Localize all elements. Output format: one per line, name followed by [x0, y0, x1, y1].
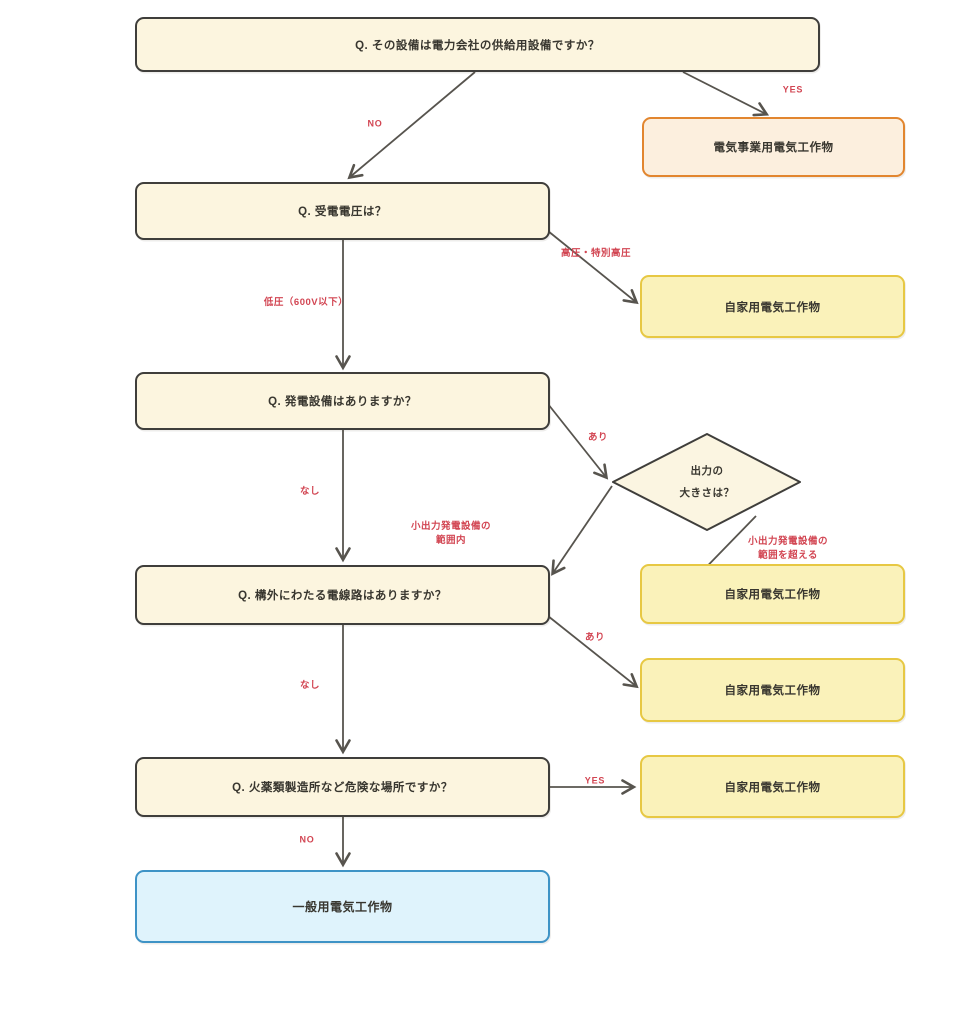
question-generation-equipment: Q. 発電設備はありますか？	[135, 372, 550, 430]
edge-label-high-voltage: 高圧・特別高圧	[560, 248, 632, 260]
result-text: 自家用電気工作物	[724, 685, 821, 697]
result-private-electric-facility-2: 自家用電気工作物	[640, 564, 905, 624]
decision-output-size-label: 出力の 大きさは？	[679, 464, 735, 499]
edge-label-yes-2: YES	[584, 775, 606, 786]
question-outside-power-lines: Q. 構外にわたる電線路はありますか？	[135, 565, 550, 625]
result-text: 一般用電気工作物	[292, 900, 393, 914]
result-text: 電気事業用電気工作物	[713, 142, 834, 154]
question-text: Q. 発電設備はありますか？	[268, 396, 417, 408]
question-text: Q. 受電電圧は？	[298, 206, 387, 218]
edge-label-low-voltage: 低圧（600V以下）	[263, 297, 349, 309]
edge-label-yes-1: YES	[782, 84, 804, 95]
result-private-electric-facility-3: 自家用電気工作物	[640, 658, 905, 722]
edge-label-ari-1: あり	[587, 432, 609, 444]
question-text: Q. その設備は電力会社の供給用設備ですか？	[355, 39, 600, 52]
question-receiving-voltage: Q. 受電電圧は？	[135, 182, 550, 240]
question-dangerous-place: Q. 火薬類製造所など危険な場所ですか？	[135, 757, 550, 817]
result-text: 自家用電気工作物	[724, 301, 821, 314]
result-text: 自家用電気工作物	[724, 781, 821, 794]
result-general-electric-facility: 一般用電気工作物	[135, 870, 550, 943]
edge-label-nashi-1: なし	[299, 486, 321, 498]
edge-label-nashi-2: なし	[299, 680, 321, 692]
question-text: Q. 構外にわたる電線路はありますか？	[238, 590, 447, 602]
edge-label-ari-2: あり	[584, 632, 606, 644]
result-text: 自家用電気工作物	[724, 589, 821, 601]
edge-label-no-2: NO	[299, 834, 315, 845]
result-private-electric-facility-4: 自家用電気工作物	[640, 755, 905, 818]
edge-label-no-1: NO	[367, 118, 383, 129]
result-business-electric-facility: 電気事業用電気工作物	[642, 117, 905, 177]
question-text: Q. 火薬類製造所など危険な場所ですか？	[232, 782, 453, 794]
result-private-electric-facility-1: 自家用電気工作物	[640, 275, 905, 338]
edge-label-exceeds-small-output: 小出力発電設備の 範囲を超える	[747, 536, 829, 561]
question-supply-equipment: Q. その設備は電力会社の供給用設備ですか？	[135, 17, 820, 72]
edge-label-within-small-output: 小出力発電設備の 範囲内	[410, 521, 492, 546]
decision-diamond	[612, 433, 801, 531]
